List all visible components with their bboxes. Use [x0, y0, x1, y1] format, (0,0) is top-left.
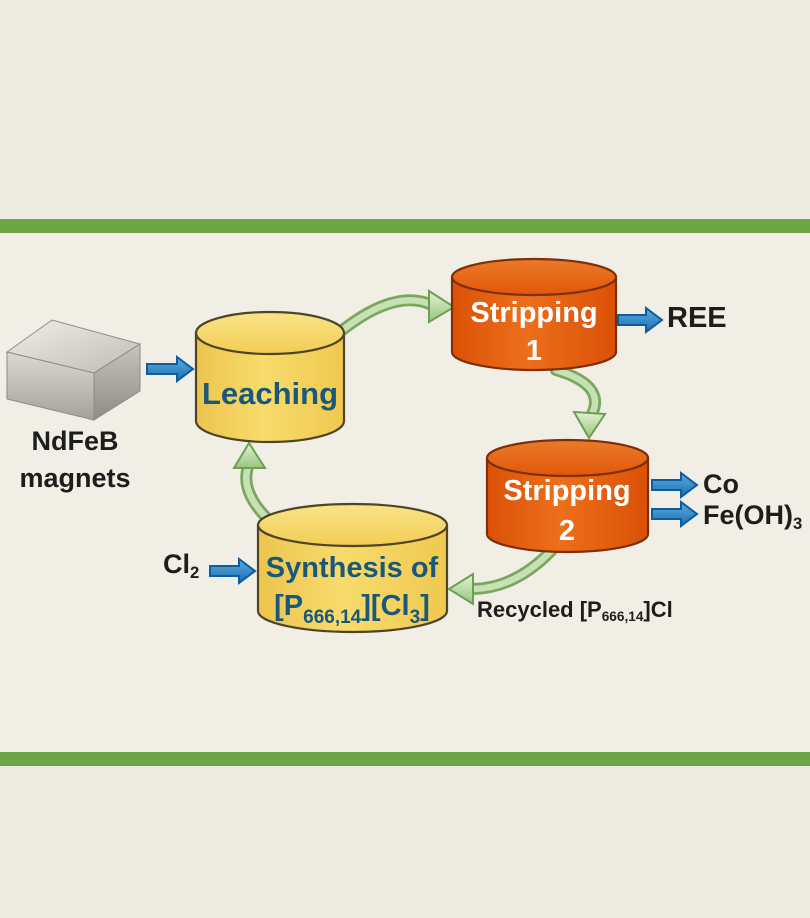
node-stripping1: Stripping 1 [450, 257, 618, 372]
formula-subscript: 3 [410, 607, 421, 628]
flow-tube-fill [469, 546, 556, 593]
stripping2-label-line2: 2 [559, 515, 575, 547]
cylinder-top [450, 257, 618, 297]
green-rounded-frame [0, 219, 810, 766]
blue-arrow-stripping2-to-feoh3-icon [651, 500, 699, 528]
stripping1-label-line1: Stripping [470, 297, 597, 329]
flow-tube-fill [552, 366, 599, 418]
cylinder-top [194, 310, 346, 356]
recycled-post-text: ]Cl [643, 597, 673, 622]
cl2-subscript: 2 [190, 563, 200, 583]
green-arrowhead-icon [232, 441, 267, 469]
feoh3-output-label: Fe(OH)3 [703, 500, 803, 534]
blue-arrow-stripping1-to-ree-icon [617, 306, 664, 334]
co-output-label: Co [703, 469, 739, 500]
flow-synthesis-to-leaching [232, 441, 278, 529]
blue-arrow-magnets-to-leaching-icon [146, 355, 195, 383]
formula-subscript: 666,14 [303, 607, 362, 628]
cylinder-body [450, 275, 618, 372]
recycled-pre-text: Recycled [P [477, 597, 602, 622]
stripping1-label-line2: 1 [526, 335, 542, 367]
formula-part: [P [274, 590, 303, 622]
synthesis-label-line1: Synthesis of [266, 552, 439, 584]
recycled-ionic-liquid-label: Recycled [P666,14]Cl [477, 597, 673, 625]
cl2-input-label: Cl2 [163, 549, 200, 583]
flow-stripping1-to-stripping2 [550, 364, 607, 440]
flow-stripping2-to-synthesis [447, 544, 558, 606]
ree-text: REE [667, 302, 727, 334]
green-arrowhead-icon [447, 572, 474, 606]
feoh3-base-text: Fe(OH) [703, 500, 793, 530]
cube-right-face [93, 343, 141, 421]
ndfeb-line1: NdFeB [31, 426, 119, 456]
feoh3-subscript: 3 [793, 514, 803, 534]
ndfeb-magnet-cube [5, 319, 142, 421]
node-stripping2: Stripping 2 [485, 438, 650, 554]
ndfeb-line2: magnets [19, 463, 131, 493]
green-arrowhead-icon [428, 289, 456, 324]
cylinder-top [256, 502, 449, 548]
cylinder-body [194, 331, 346, 444]
green-arrowhead-icon [572, 410, 607, 440]
formula-part: ] [420, 590, 430, 622]
synthesis-label-formula: [P666,14][Cl3] [274, 590, 430, 628]
flow-tube-fill [336, 297, 436, 336]
stripping2-label-line1: Stripping [503, 475, 630, 507]
cylinder-top [485, 438, 650, 478]
flow-leaching-to-stripping1 [334, 289, 456, 338]
ree-output-label: REE [667, 302, 727, 335]
blue-arrow-stripping2-to-co-icon [651, 471, 699, 499]
blue-arrow-cl2-to-synthesis-icon [209, 557, 257, 585]
recycled-subscript: 666,14 [601, 609, 644, 625]
cylinder-body [485, 456, 650, 554]
co-text: Co [703, 469, 739, 499]
node-leaching: Leaching [194, 310, 346, 444]
leaching-label: Leaching [202, 376, 338, 411]
node-synthesis: Synthesis of [P666,14][Cl3] [256, 502, 449, 634]
cylinder-body [256, 523, 449, 634]
ndfeb-magnets-label: NdFeB magnets [0, 423, 150, 497]
cl2-base-text: Cl [163, 549, 190, 579]
formula-part: ][Cl [361, 590, 409, 622]
